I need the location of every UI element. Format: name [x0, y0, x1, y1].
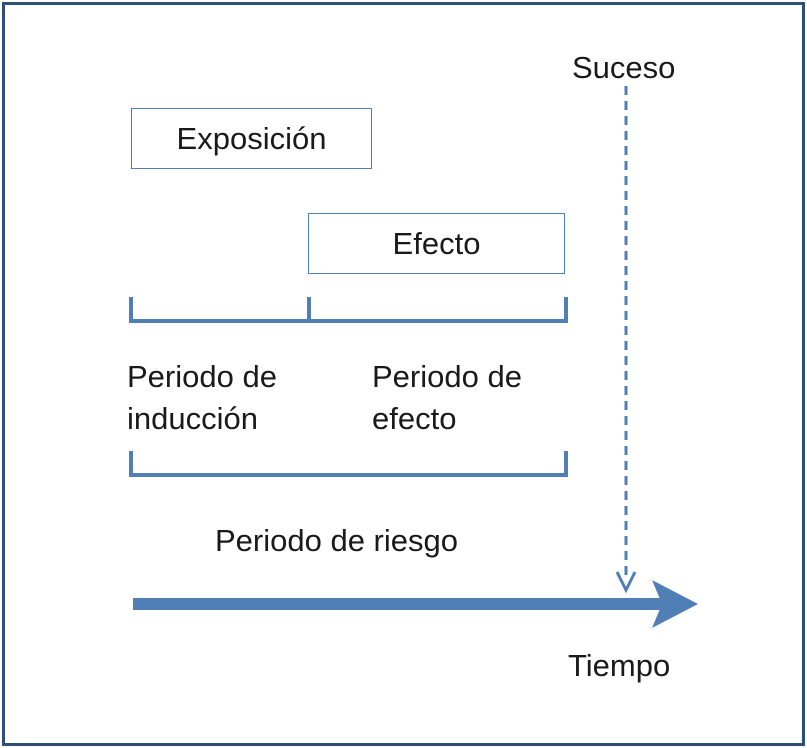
induction-period-label: Periodo de inducción	[127, 356, 277, 440]
event-label: Suceso	[572, 50, 676, 85]
time-axis-label: Tiempo	[568, 648, 671, 683]
effect-period-line-2: efecto	[372, 401, 457, 436]
induction-period-line-2: inducción	[127, 401, 258, 436]
effect-period-line-1: Periodo de	[372, 359, 522, 394]
induction-effect-bracket	[129, 297, 568, 323]
induction-period-line-1: Periodo de	[127, 359, 277, 394]
effect-box: Efecto	[308, 213, 565, 274]
time-axis-arrowhead	[652, 580, 698, 628]
event-arrowhead	[615, 571, 637, 594]
exposure-label: Exposición	[176, 120, 327, 156]
exposure-box: Exposición	[131, 108, 372, 169]
risk-period-label: Periodo de riesgo	[215, 523, 458, 558]
effect-label: Efecto	[392, 225, 481, 261]
risk-period-bracket	[129, 451, 568, 477]
effect-period-label: Periodo de efecto	[372, 356, 522, 440]
